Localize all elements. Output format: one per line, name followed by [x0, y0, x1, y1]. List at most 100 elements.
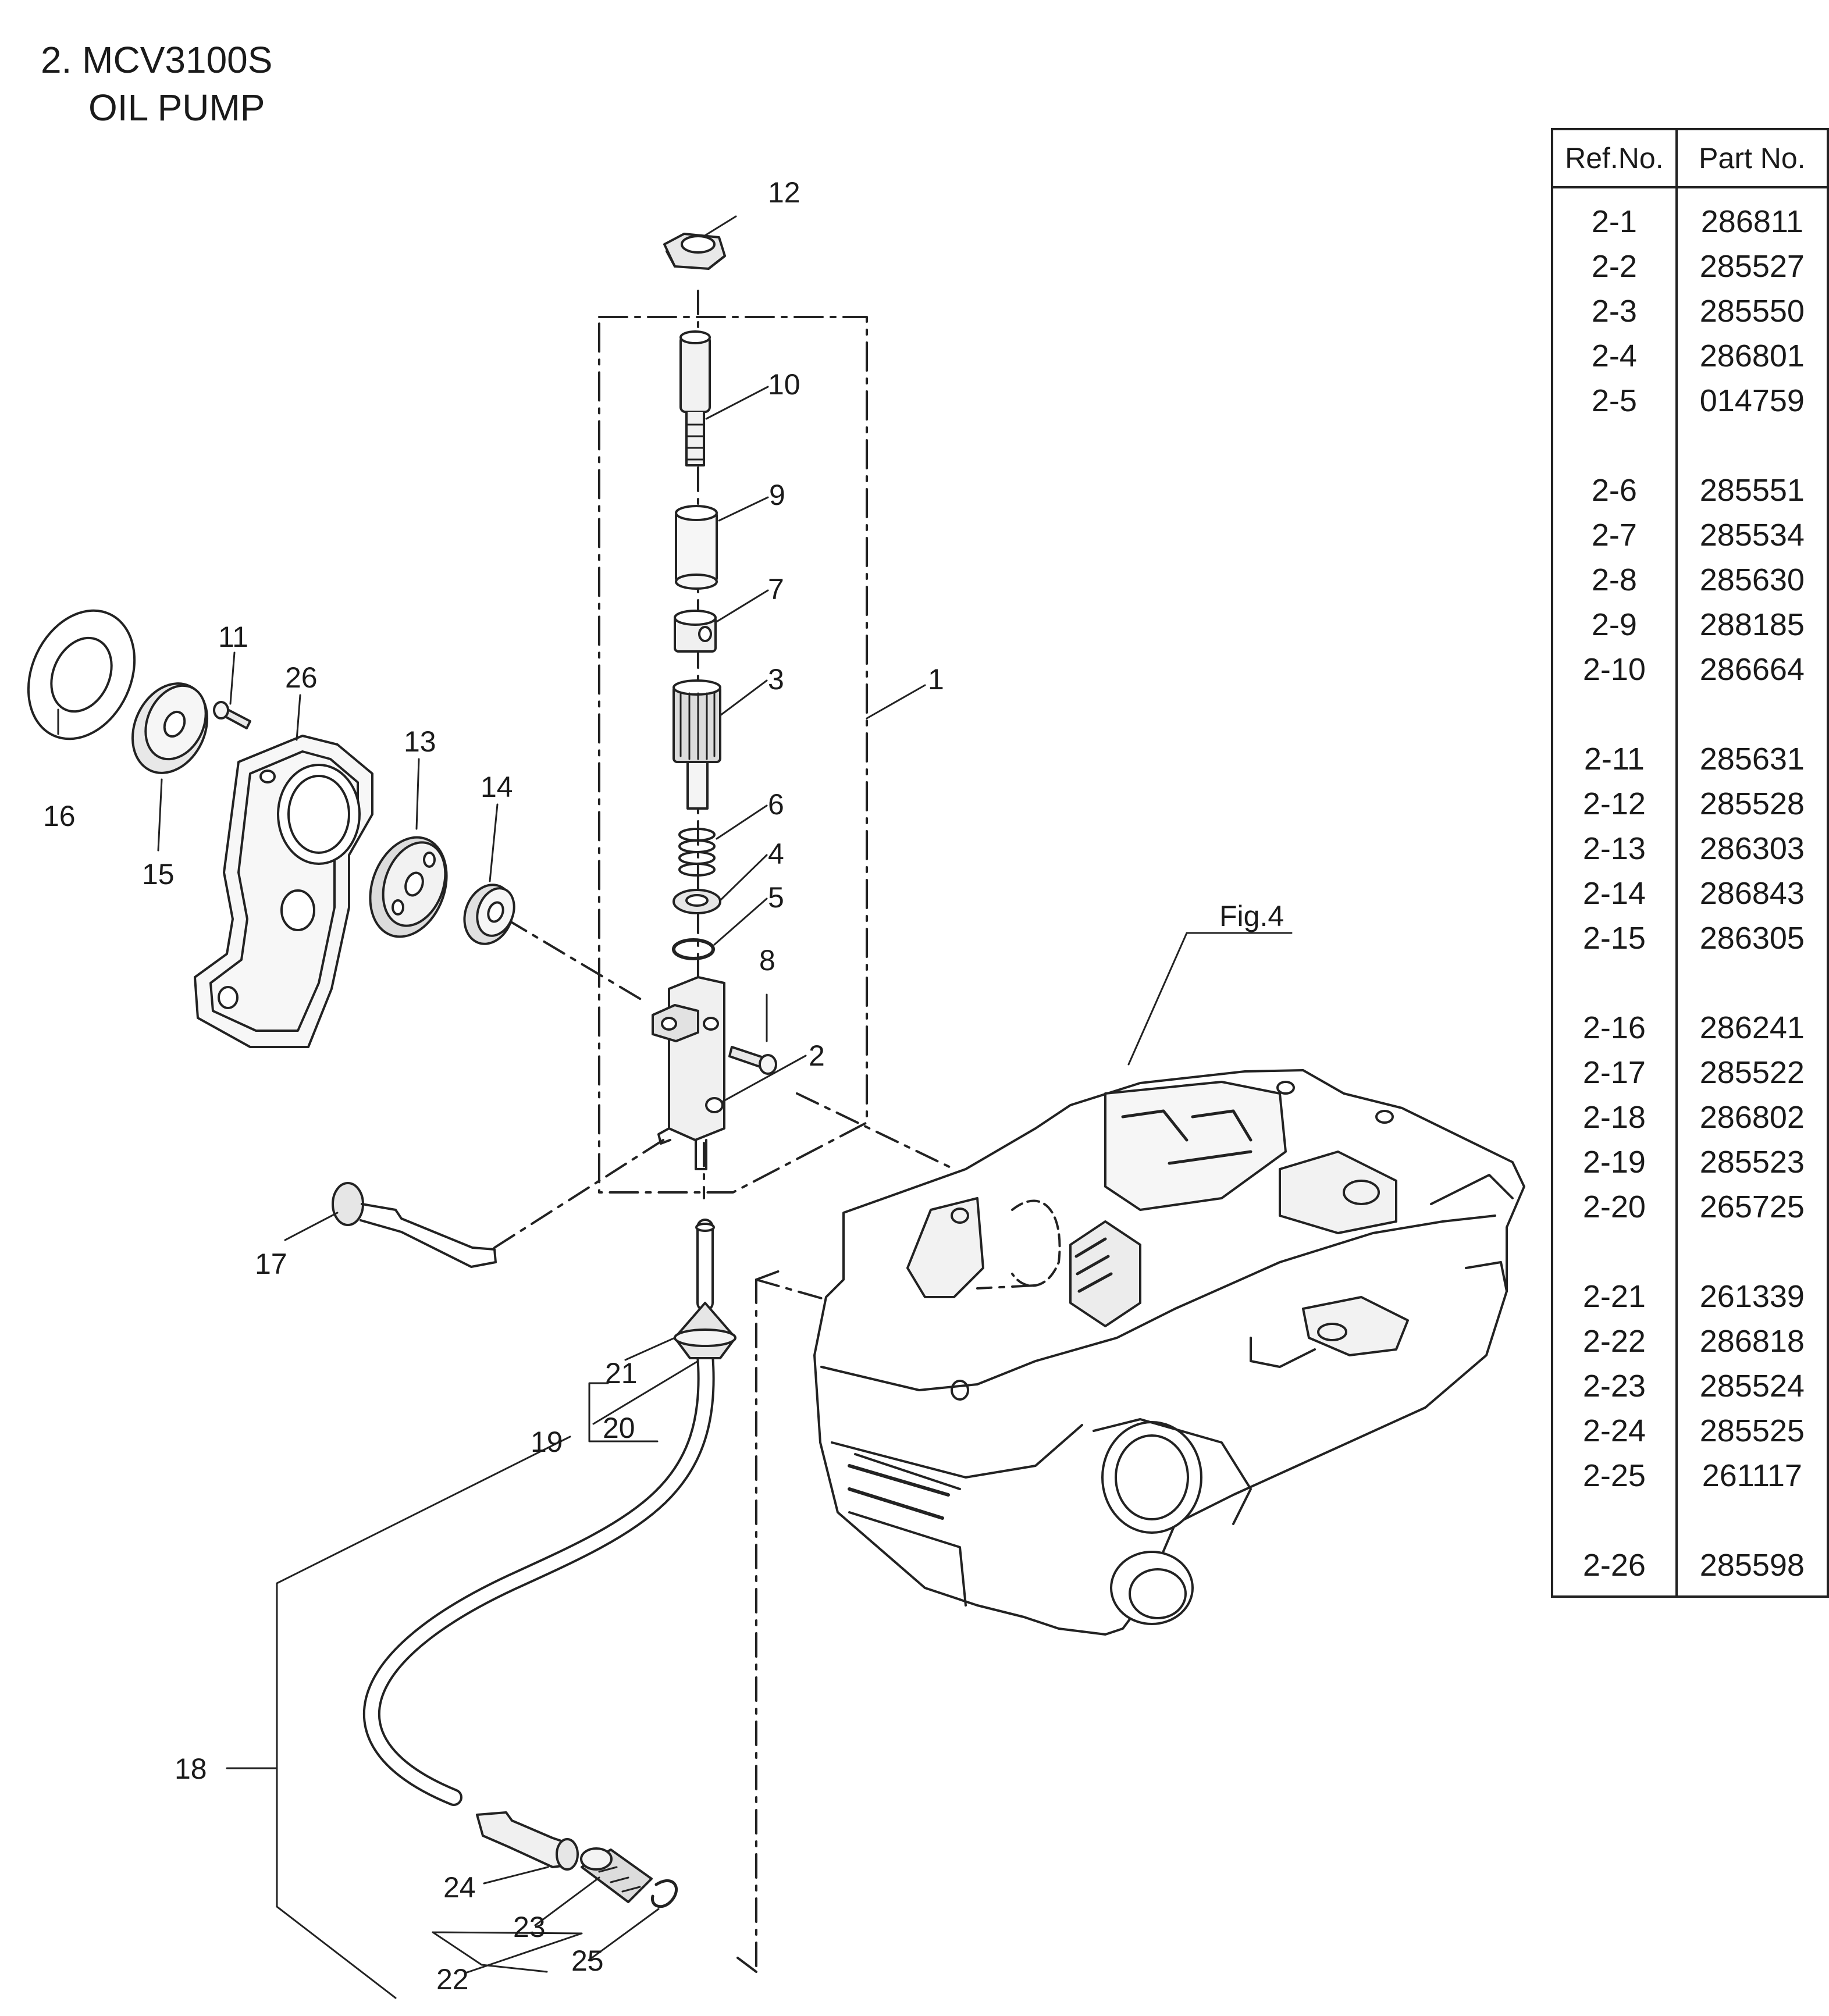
table-row [1552, 960, 1828, 1005]
part-8-screw [728, 1046, 777, 1075]
ref-no-cell: 2-10 [1552, 647, 1678, 692]
callout-14: 14 [481, 771, 513, 803]
part-no-cell: 261339 [1699, 1278, 1805, 1314]
part-no-cell: 285522 [1699, 1055, 1805, 1090]
part-no-cell: 285527 [1699, 248, 1805, 284]
callout-26: 26 [285, 661, 318, 694]
ref-no-cell: 2-6 [1552, 468, 1678, 512]
part-no-cell: 285523 [1699, 1144, 1805, 1180]
ref-no-cell: 2-14 [1552, 871, 1678, 916]
pump-assembly-boundary [598, 316, 868, 1194]
ref-no-cell: 2-13 [1552, 826, 1678, 871]
ref-no-cell: 2-19 [1552, 1139, 1678, 1184]
callout-5: 5 [768, 881, 784, 914]
part-9-sleeve [675, 505, 718, 590]
callout-17: 17 [255, 1248, 287, 1280]
ref-no-cell: 2-3 [1552, 288, 1678, 333]
part-no-cell: 014759 [1699, 383, 1805, 418]
table-row: 2-10 286664 [1552, 647, 1828, 692]
callout-12: 12 [768, 176, 800, 209]
part-10-plunger [679, 330, 711, 466]
part-no-cell: 286303 [1699, 831, 1805, 866]
fig4-reference: Fig.4 [1219, 900, 1284, 932]
callout-15: 15 [142, 858, 175, 891]
fig4-housing [813, 1069, 1525, 1636]
part-25-clip [650, 1879, 678, 1908]
page-heading: 2. MCV3100S OIL PUMP [41, 36, 272, 131]
fig4-link-line [976, 1284, 1037, 1290]
ref-no-cell: 2-22 [1552, 1319, 1678, 1363]
table-row [1552, 1498, 1828, 1543]
table-row: 2-11 285631 [1552, 736, 1828, 781]
ref-no-cell [1552, 423, 1678, 468]
part-6-spring [678, 828, 716, 877]
part-no-cell: 286811 [1700, 204, 1803, 239]
ref-no-cell [1552, 692, 1678, 736]
ref-no-cell: 2-26 [1552, 1543, 1678, 1597]
part-23-strainer [580, 1847, 653, 1903]
table-row: 2-8 285630 [1552, 557, 1828, 602]
table-header-row: Ref.No. Part No. [1552, 129, 1828, 188]
part-no-cell: 286802 [1699, 1099, 1805, 1135]
part-no-cell [1677, 423, 1828, 468]
part-no-cell: 285534 [1699, 517, 1805, 553]
callout-21: 21 [605, 1357, 638, 1390]
callout-23: 23 [513, 1911, 546, 1943]
part-no-cell: 285631 [1699, 741, 1805, 777]
table-row: 2-6 285551 [1552, 468, 1828, 512]
ref-no-cell [1552, 1498, 1678, 1543]
part-no-cell: 285551 [1699, 472, 1805, 508]
part-no-cell: 285550 [1699, 293, 1805, 329]
column-header-ref-no: Ref.No. [1552, 129, 1678, 188]
model-title: 2. MCV3100S [41, 39, 273, 81]
part-no-cell: 286843 [1699, 875, 1805, 911]
part-26-cover-plate [194, 735, 373, 1048]
part-15-disc [131, 682, 209, 774]
callout-19: 19 [531, 1426, 563, 1458]
callout-16: 16 [43, 800, 76, 832]
ref-no-cell: 2-12 [1552, 781, 1678, 826]
ref-no-cell: 2-11 [1552, 736, 1678, 781]
ref-no-cell: 2-8 [1552, 557, 1678, 602]
part-no-cell: 286305 [1699, 920, 1805, 956]
ref-no-cell: 2-16 [1552, 1005, 1678, 1050]
callout-25: 25 [571, 1944, 604, 1977]
part-2-pump-body [652, 976, 725, 1170]
hose-link-line [493, 1139, 664, 1249]
callout-13: 13 [404, 725, 436, 758]
part-12-cap [663, 233, 726, 270]
callout-4: 4 [768, 838, 784, 870]
part-14-bushing [463, 884, 515, 945]
callout-22: 22 [436, 1963, 469, 1996]
callout-2: 2 [809, 1039, 825, 1072]
ref-no-cell [1552, 960, 1678, 1005]
part-no-cell: 286801 [1699, 338, 1805, 373]
part-no-cell: 286664 [1699, 651, 1805, 687]
callout-1: 1 [928, 663, 944, 696]
part-16-washer [27, 609, 136, 740]
ref-no-cell: 2-17 [1552, 1050, 1678, 1095]
part-no-cell: 265725 [1699, 1189, 1805, 1224]
part-5-o-ring [672, 938, 715, 960]
ref-no-cell: 2-24 [1552, 1408, 1678, 1453]
callout-7: 7 [768, 573, 784, 605]
part-no-cell: 285630 [1699, 562, 1805, 597]
part-no-cell [1677, 1498, 1828, 1543]
part-11-screw [213, 701, 251, 729]
part-no-cell: 285525 [1699, 1413, 1805, 1448]
callout-18: 18 [175, 1753, 207, 1785]
